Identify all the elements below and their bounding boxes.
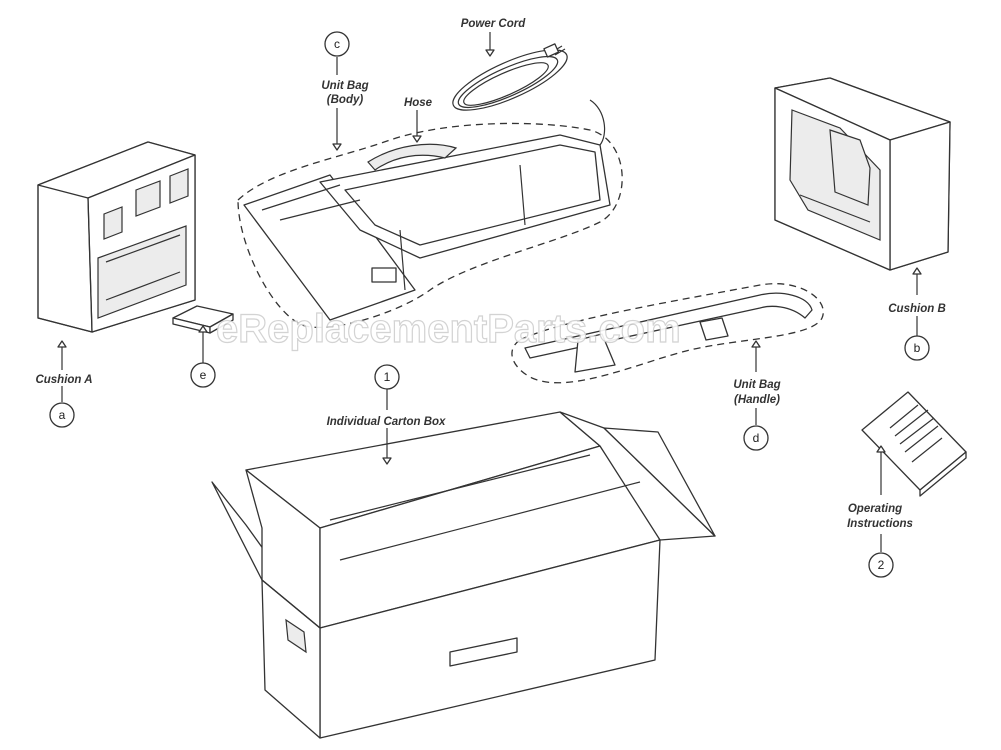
callout-a: a — [49, 402, 75, 428]
operating-instructions-booklet — [861, 391, 967, 497]
callout-c-text: c — [334, 37, 340, 51]
callout-a-text: a — [59, 408, 66, 422]
callout-d-text: d — [753, 431, 760, 445]
unit-bag-body — [237, 99, 623, 329]
callout-d: d — [743, 425, 769, 451]
label-hose: Hose — [404, 97, 433, 109]
label-operating-instructions-line1: Operating — [848, 503, 902, 515]
callout-1-text: 1 — [384, 370, 391, 384]
callout-1: 1 — [374, 364, 400, 390]
label-unit-bag-body-line2: (Body) — [327, 94, 364, 106]
label-unit-bag-handle-line1: Unit Bag — [733, 379, 780, 391]
unit-bag-handle — [511, 283, 824, 384]
callout-b: b — [904, 335, 930, 361]
callout-2-text: 2 — [878, 558, 885, 572]
label-individual-carton-box: Individual Carton Box — [327, 416, 446, 428]
cushion-a — [37, 141, 196, 333]
callout-2: 2 — [868, 552, 894, 578]
label-unit-bag-body-line1: Unit Bag — [321, 80, 368, 92]
label-cushion-b: Cushion B — [888, 303, 946, 315]
watermark-text: eReplacementParts.com — [216, 307, 681, 351]
label-operating-instructions-line2: Instructions — [847, 518, 913, 530]
callout-b-text: b — [914, 341, 921, 355]
leader-lines — [57, 32, 922, 552]
cushion-b — [774, 77, 951, 271]
label-unit-bag-handle-line2: (Handle) — [734, 394, 780, 406]
individual-carton-box — [211, 411, 716, 739]
power-cord — [452, 43, 568, 111]
label-cushion-a: Cushion A — [35, 374, 92, 386]
callout-e-text: e — [200, 368, 207, 382]
label-power-cord: Power Cord — [461, 18, 527, 30]
callout-c: c — [324, 31, 350, 57]
callout-e: e — [190, 362, 216, 388]
